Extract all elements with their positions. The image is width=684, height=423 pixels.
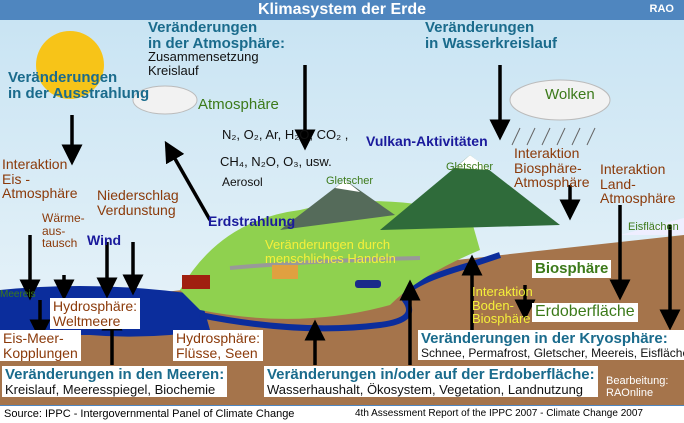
page-title: Klimasystem der Erde [257, 1, 427, 18]
source-text: Source: IPPC - Intergovernmental Panel o… [4, 408, 295, 420]
glacier-2 [335, 180, 360, 192]
hydro-fluesse-label: Hydrosphäre:Flüsse, Seen [173, 330, 264, 362]
gases-line1: N₂, O₂, Ar, H₂O, CO₂ , [222, 127, 349, 142]
meereis-label: Meereis [0, 289, 36, 300]
eisflaechen-ice [620, 218, 684, 235]
rain-cloud-icon [509, 79, 611, 121]
eis-meer-label: Eis-Meer-Kopplungen [0, 330, 81, 362]
mountain [380, 155, 560, 230]
eisflaechen-label: Eisflächen [628, 221, 679, 233]
climate-scene [0, 20, 684, 405]
report-text: 4th Assessment Report of the IPPC 2007 -… [355, 408, 643, 419]
car-icon [355, 280, 381, 288]
biosphaere-label: Biosphäre [532, 260, 612, 278]
aerosol-label: Aerosol [222, 175, 263, 189]
glacier [455, 155, 490, 170]
arrows [19, 65, 681, 365]
wind-label: Wind [87, 232, 122, 248]
rain [511, 127, 596, 146]
gases-line2: CH₄, N₂O, O₃, usw. [220, 154, 332, 169]
atmosphaere-label: Atmosphäre [198, 96, 279, 113]
meere-box: Veränderungen in den Meeren:Kreislauf, M… [2, 366, 228, 398]
sun-icon [36, 31, 104, 99]
erdoberflaeche-label: Erdoberfläche [532, 303, 638, 322]
cloud-icon [132, 85, 198, 115]
volcano [280, 180, 395, 230]
vulkan-label: Vulkan-Aktivitäten [366, 133, 488, 149]
waermeaustausch-label: Wärme-aus-tausch [42, 211, 85, 251]
ground [0, 235, 684, 405]
factory-icon [182, 275, 210, 289]
gletscher-label-1: Gletscher [326, 175, 374, 187]
erdoberflaeche-box: Veränderungen in/oder auf der Erdoberflä… [264, 366, 598, 398]
gletscher-label-2: Gletscher [446, 161, 494, 173]
kryosphaere-box: Veränderungen in der Kryosphäre:Schnee, … [418, 330, 684, 361]
hydro-weltmeere-label: Hydrosphäre:Weltmeere [50, 298, 141, 330]
erdstrahlung-label: Erdstrahlung [208, 213, 296, 229]
bearbeitung-label: Bearbeitung:RAOnline [606, 375, 669, 399]
rao-logo: RAO [649, 3, 674, 15]
river [199, 252, 501, 332]
wolken-label: Wolken [545, 86, 595, 103]
title-bar: Klimasystem der Erde [0, 0, 684, 20]
house-icon [272, 265, 298, 279]
footer: Source: IPPC - Intergovernmental Panel o… [0, 405, 684, 423]
road [229, 256, 421, 270]
